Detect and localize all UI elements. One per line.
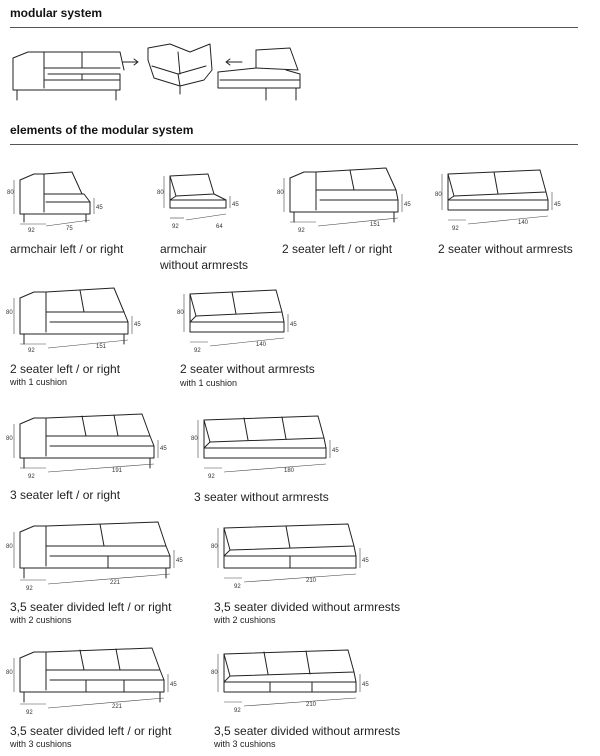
dim-width: 151	[370, 222, 381, 228]
dim-depth: 92	[28, 228, 35, 234]
dim-height: 80	[277, 190, 284, 196]
element-armchair-arm: 80 45 92 75	[6, 168, 116, 238]
dim-height: 80	[6, 670, 13, 676]
dim-depth: 92	[26, 586, 33, 592]
element-sublabel: with 2 cushions	[214, 615, 276, 625]
overview-corner	[147, 43, 213, 95]
dim-seat: 45	[332, 448, 339, 454]
dim-depth: 92	[298, 228, 305, 234]
element-35-seater-arm-3-cushions: 80 45 92 221	[4, 644, 184, 720]
element-label: 3,5 seater divided without armrests	[214, 600, 401, 614]
element-35-seater-no-arms-3-cushions: 80 45 92 210	[210, 644, 380, 720]
element-sublabel: with 1 cushion	[180, 378, 238, 388]
dim-width: 140	[518, 220, 529, 226]
dim-seat: 45	[170, 682, 177, 688]
dim-width: 64	[216, 224, 223, 230]
dim-depth: 92	[452, 226, 459, 232]
dim-depth: 92	[172, 224, 179, 230]
element-2-seater-arm-1-cushion: 80 45 92 151	[4, 284, 154, 358]
element-sublabel: with 2 cushions	[10, 615, 72, 625]
element-label: armchair left / or right	[10, 242, 124, 256]
dim-depth: 92	[208, 474, 215, 480]
dim-height: 80	[435, 192, 442, 198]
dim-seat: 45	[176, 558, 183, 564]
overview-sofa-left	[12, 51, 125, 101]
element-label: 3 seater left / or right	[10, 488, 121, 502]
modular-overview-drawing	[10, 40, 305, 105]
overview-arrow-left	[225, 58, 243, 66]
dim-height: 80	[6, 310, 13, 316]
dim-width: 210	[306, 702, 317, 708]
dim-seat: 45	[290, 322, 297, 328]
dim-width: 151	[96, 344, 107, 350]
dim-width: 221	[110, 580, 121, 586]
element-label: 3,5 seater divided left / or right	[10, 724, 172, 738]
element-35-seater-arm-2-cushions: 80 45 92 221	[4, 520, 184, 596]
element-2-seater-no-arms-1-cushion: 80 45 92 140	[176, 284, 316, 358]
element-label: 2 seater without armrests	[180, 362, 315, 376]
dim-depth: 92	[234, 584, 241, 590]
dim-seat: 45	[404, 202, 411, 208]
dim-width: 180	[284, 468, 295, 474]
dim-height: 80	[211, 544, 218, 550]
dim-depth: 92	[194, 348, 201, 354]
dim-seat: 45	[362, 558, 369, 564]
dim-height: 80	[211, 670, 218, 676]
element-2-seater-arm: 80 45 92 151	[276, 162, 416, 238]
dim-seat: 45	[134, 322, 141, 328]
dim-height: 80	[6, 436, 13, 442]
dim-width: 191	[112, 468, 123, 474]
section-divider	[10, 144, 578, 145]
element-label: 2 seater left / or right	[282, 242, 393, 256]
dim-seat: 45	[362, 682, 369, 688]
dim-width: 75	[66, 226, 73, 232]
element-label: 3,5 seater divided without armrests	[214, 724, 401, 738]
element-3-seater-arm: 80 45 92 191	[4, 410, 174, 484]
dim-seat: 45	[160, 446, 167, 452]
dim-seat: 45	[554, 202, 561, 208]
element-label-line2: without armrests	[160, 258, 249, 272]
dim-height: 80	[177, 310, 184, 316]
dim-seat: 45	[232, 202, 239, 208]
section-divider	[10, 27, 578, 28]
dim-depth: 92	[26, 710, 33, 716]
dim-height: 80	[157, 190, 164, 196]
element-label: 2 seater left / or right	[10, 362, 121, 376]
dim-height: 80	[6, 544, 13, 550]
element-label: 2 seater without armrests	[438, 242, 573, 256]
dim-width: 210	[306, 578, 317, 584]
element-sublabel: with 3 cushions	[10, 739, 72, 749]
dim-depth: 92	[234, 708, 241, 714]
dim-depth: 92	[28, 474, 35, 480]
element-armchair-no-arms: 80 45 92 64	[156, 168, 256, 238]
element-label: 3 seater without armrests	[194, 490, 329, 504]
dim-height: 80	[191, 436, 198, 442]
element-label: armchair	[160, 242, 207, 256]
element-sublabel: with 3 cushions	[214, 739, 276, 749]
element-label: 3,5 seater divided left / or right	[10, 600, 172, 614]
overview-chaise	[217, 47, 301, 101]
dim-width: 140	[256, 342, 267, 348]
dim-width: 221	[112, 704, 123, 710]
modular-system-title: modular system	[10, 6, 103, 20]
elements-title: elements of the modular system	[10, 123, 194, 137]
element-3-seater-no-arms: 80 45 92 180	[190, 410, 350, 484]
dim-depth: 92	[28, 348, 35, 354]
dim-height: 80	[7, 190, 14, 196]
element-35-seater-no-arms-2-cushions: 80 45 92 210	[210, 520, 380, 596]
element-sublabel: with 1 cushion	[10, 377, 68, 387]
overview-arrow-right	[122, 58, 139, 66]
element-2-seater-no-arms: 80 45 92 140	[434, 162, 574, 238]
dim-seat: 45	[96, 205, 103, 211]
